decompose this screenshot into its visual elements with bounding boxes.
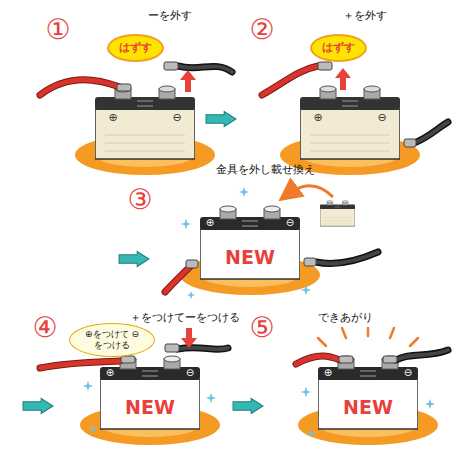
illustration-part [335,68,351,90]
illustration-part [40,361,120,368]
step-number: ③ [127,184,152,216]
step-caption: ＋をつけてーをつける [130,312,240,325]
illustration-part [178,348,228,350]
illustration-part [83,381,93,391]
action-arrow [180,68,351,348]
illustration-part [318,62,332,70]
illustration-part [40,80,120,95]
terminal-mark: ⊕ [313,112,322,125]
illustration-part [296,356,340,364]
terminal-mark: ⊕ [106,367,114,379]
illustration-part [316,252,378,264]
illustration-part [233,399,263,414]
terminal-mark: ⊖ [172,112,181,125]
swap-arrow [288,186,333,197]
battery-brand: NEW [125,397,175,419]
terminal-mark: ⊕ [108,112,117,125]
illustration-part [300,86,400,159]
illustration-part [396,350,448,360]
terminal-mark: ⊕ [206,217,214,229]
step-caption: ＋を外す [343,10,387,23]
speech-bubble: ⊕をつけて ⊖をつける [69,323,155,357]
illustration-part [164,62,178,70]
illustration-part [339,356,353,363]
illustration-part [296,356,340,364]
terminal-mark: ⊖ [286,217,294,229]
illustration-part [239,187,249,197]
battery [95,86,418,429]
step-caption: 金具を外し載せ換え [216,164,315,177]
illustration-part [307,429,316,438]
illustration-part [316,252,378,264]
illustration-part [100,356,200,429]
illustration-part [414,122,448,143]
illustration-part [425,399,435,409]
illustration-part [121,356,135,363]
illustration-part [119,252,149,267]
battery-brand: NEW [225,247,275,269]
illustration-part [165,265,192,292]
terminal-clamp [117,62,416,363]
illustration-part [304,258,316,266]
illustration-part [383,356,397,363]
illustration-part [89,425,98,434]
step-number: ⑤ [249,312,274,344]
illustration-part [181,219,191,229]
illustration-part [404,139,416,147]
illustration-part [180,70,196,92]
sparkle [83,187,435,437]
illustration-part [200,206,300,279]
illustration-part [40,361,120,368]
illustration-part [410,338,418,346]
speech-bubble: はずす [107,34,164,62]
step-caption: ーを外す [148,10,192,23]
illustration-part [367,328,370,336]
terminal-mark: ⊖ [186,367,194,379]
step-number: ② [249,14,274,46]
battery-brand: NEW [343,397,393,419]
illustration-part [262,66,318,95]
illustration-part [301,387,311,397]
illustration-part [165,344,179,352]
illustration-part [318,356,418,429]
illustration-part [206,393,216,403]
illustration-part [390,328,394,338]
step-number: ④ [32,312,57,344]
illustration-part [181,328,197,348]
illustration-part [206,112,236,127]
terminal-mark: ⊖ [377,112,386,125]
terminal-mark: ⊕ [324,367,332,379]
terminal-mark: ⊖ [404,367,412,379]
illustration-part [23,399,53,414]
illustration-part [186,260,198,268]
illustration-part [414,122,448,143]
illustration-part [40,80,120,95]
bubble-text: はずす [322,41,355,54]
illustration-part [318,338,326,346]
illustration-part [396,350,448,360]
illustration-part [262,66,318,95]
illustration-part [187,291,196,300]
step-number: ① [45,14,70,46]
speech-bubble: はずす [310,34,367,62]
ground-patch [75,135,438,445]
bubble-text: ⊕をつけて ⊖をつける [81,329,143,351]
step-caption: できあがり [318,312,373,325]
bubble-text: はずす [119,41,152,54]
illustration-part [95,86,195,159]
illustration-part [117,84,131,91]
illustration-part [301,285,311,295]
illustration-part [178,66,232,72]
burst-line [318,328,418,346]
illustration-part [342,328,346,338]
illustration-part [178,348,228,350]
battery-cable [40,66,448,368]
illustration-part [165,265,192,292]
illustration-part [320,201,355,227]
illustration-part [178,66,232,72]
